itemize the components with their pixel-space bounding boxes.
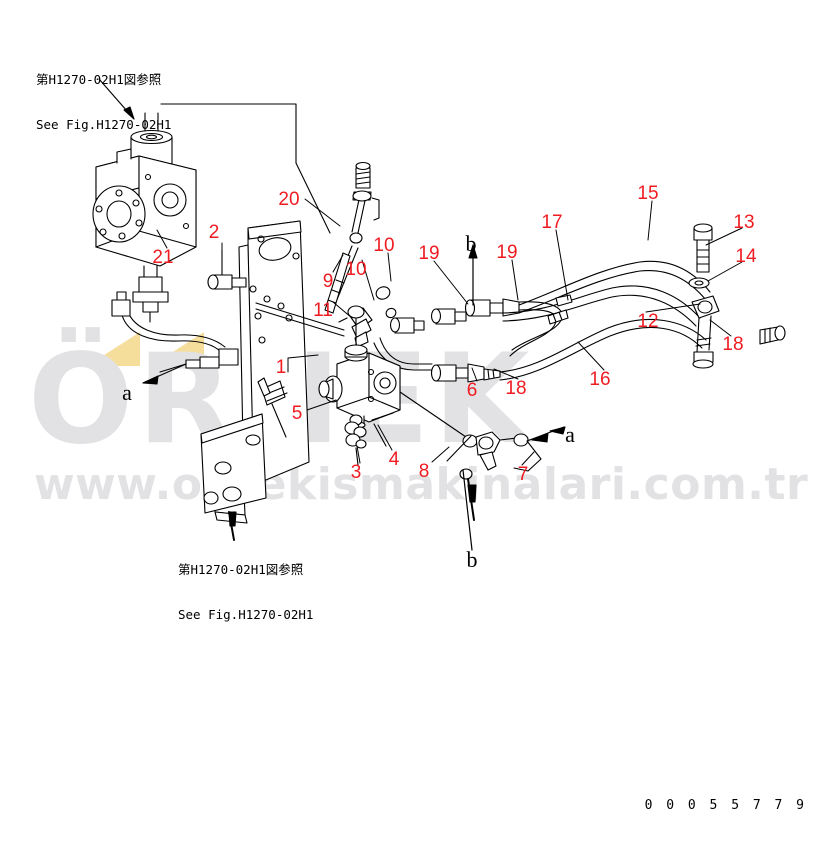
marker-b-top: b: [466, 231, 477, 256]
hose-left-lower: [111, 291, 239, 373]
callout-1: 1: [276, 357, 287, 378]
marker-a-right: a: [565, 422, 575, 447]
callout-13: 13: [733, 212, 754, 233]
callout-12: 12: [637, 311, 658, 332]
leader-20: [295, 162, 331, 234]
callout-3: 3: [351, 462, 362, 483]
callout-20: 20: [278, 189, 299, 210]
callout-14: 14: [735, 246, 757, 267]
marker-a-arrow-right: [526, 426, 566, 443]
clamp-block-assembly: [688, 223, 786, 369]
callout-10a: 10: [345, 259, 366, 280]
small-parts-3: [344, 414, 367, 466]
callout-21: 21: [152, 247, 173, 268]
leader-4: [373, 423, 387, 447]
callout-8: 8: [419, 461, 430, 482]
reference-note-top: 第H1270-02H1図参照 See Fig.H1270-02H1: [36, 42, 171, 162]
mounting-bracket-plate: [200, 220, 345, 541]
callout-2: 2: [209, 222, 220, 243]
marker-a-arrow-left: [142, 363, 187, 385]
callout-11: 11: [313, 300, 333, 321]
callout-19a: 19: [418, 243, 439, 264]
callout-5: 5: [292, 403, 303, 424]
marker-a-left: a: [122, 380, 132, 405]
callout-19b: 19: [496, 242, 517, 263]
tube-9-rod-20: [324, 161, 380, 314]
callout-16: 16: [589, 369, 610, 390]
section-markers: a a b b: [122, 231, 575, 572]
linkage-7-8: [399, 391, 542, 521]
callout-18b: 18: [722, 334, 743, 355]
callout-17: 17: [541, 212, 562, 233]
leader-4b: [371, 412, 394, 421]
leader-frame-upper: [160, 103, 297, 164]
callout-10b: 10: [373, 235, 394, 256]
callout-6: 6: [467, 380, 478, 401]
callout-4: 4: [389, 449, 400, 470]
reference-note-bottom: 第H1270-02H1図参照 See Fig.H1270-02H1: [178, 532, 313, 652]
elbow-fitting-cluster: [338, 286, 433, 371]
reference-note-bottom-jp: 第H1270-02H1図参照: [178, 562, 304, 577]
callout-leaders: [156, 198, 743, 466]
callout-9: 9: [323, 271, 334, 292]
drawing-part-number: 0 0 0 5 5 7 7 9: [644, 798, 807, 813]
callout-numbers: 1 2 3 4 5 6 7 8 9 10 10 11 12 13 14 15 1…: [152, 183, 757, 485]
fitting-2: [207, 249, 247, 290]
marker-b-bottom: b: [467, 547, 478, 572]
watermark-url-text: www.ornekismakinalari.com.tr: [34, 459, 809, 510]
hose-bundle: [499, 260, 711, 381]
reference-note-top-en: See Fig.H1270-02H1: [36, 117, 172, 132]
callout-7: 7: [518, 464, 529, 485]
reference-note-bottom-en: See Fig.H1270-02H1: [178, 607, 314, 622]
reference-note-top-jp: 第H1270-02H1図参照: [36, 72, 162, 87]
hose-fittings-mid: [430, 298, 520, 383]
callout-15: 15: [637, 183, 658, 204]
callout-18a: 18: [505, 378, 526, 399]
upper-valve-body: [92, 112, 197, 323]
section-marker-arrows: [462, 244, 478, 551]
leader-top-note: [98, 78, 135, 120]
